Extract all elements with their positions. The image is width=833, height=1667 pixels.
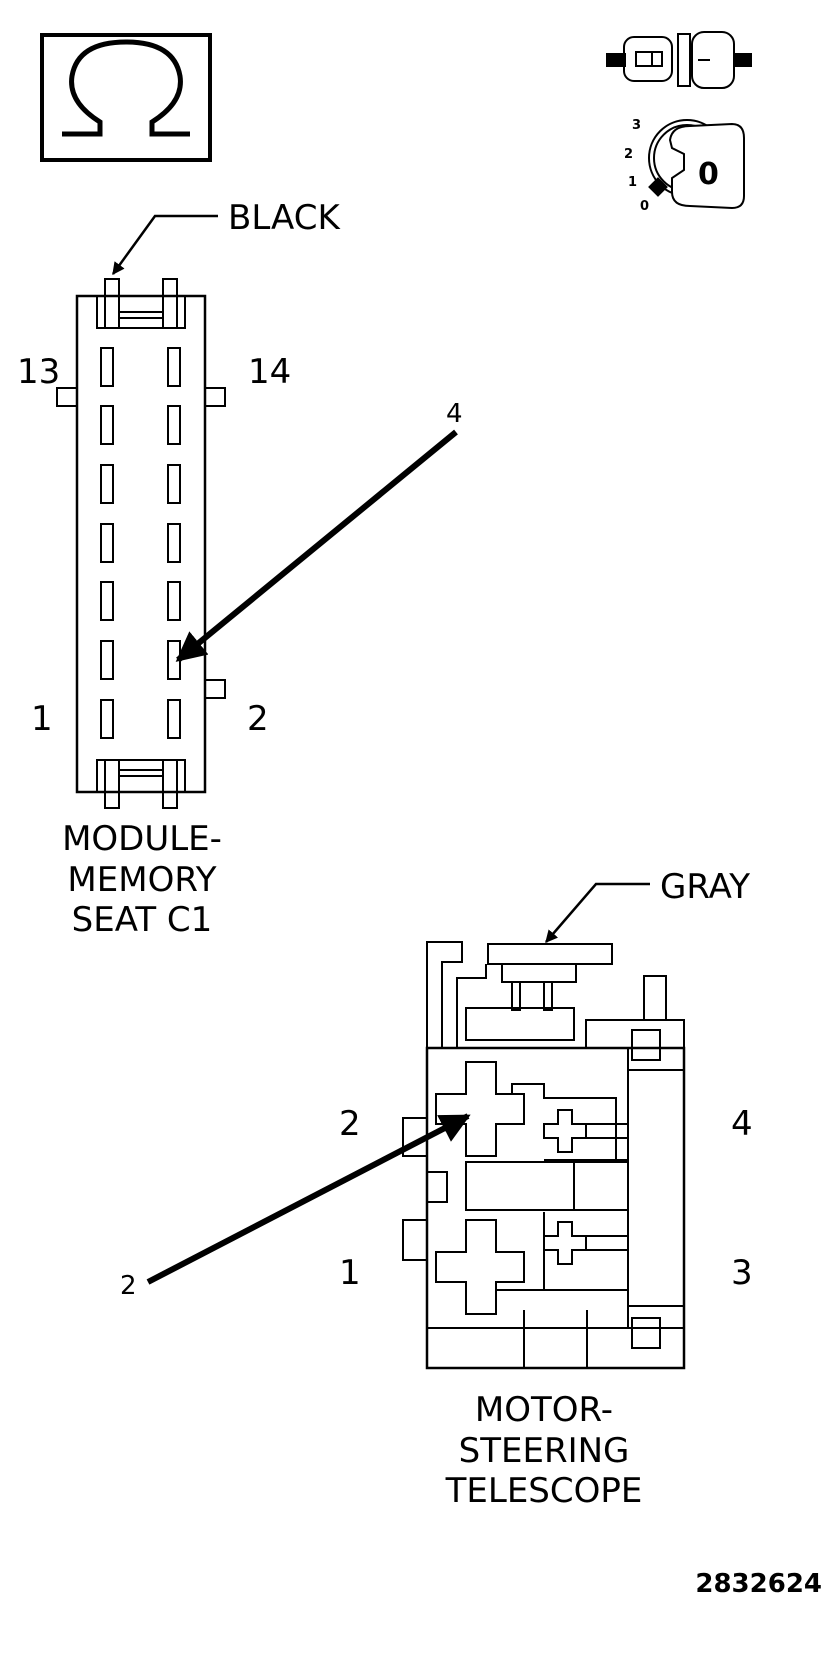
connector-disconnected-icon — [606, 31, 752, 89]
motor-callout-label: 2 — [120, 1271, 137, 1301]
connector-c1: BLACK — [17, 198, 463, 940]
c1-callout-label: 4 — [446, 399, 463, 429]
c1-title-line-1: MODULE- — [62, 819, 222, 859]
c1-pin-1-label: 1 — [31, 699, 53, 739]
motor-color-leader — [545, 882, 650, 943]
c1-housing — [56, 278, 226, 809]
c1-color-leader — [111, 214, 218, 276]
motor-connector: GRAY — [120, 867, 753, 1511]
motor-title-line-1: MOTOR- — [475, 1390, 613, 1430]
motor-callout-arrow — [146, 1113, 471, 1285]
motor-pin-1-label: 1 — [339, 1253, 361, 1293]
c1-pin-13-label: 13 — [17, 352, 60, 392]
ignition-position-1: 1 — [628, 175, 637, 190]
motor-pin-4-label: 4 — [731, 1104, 753, 1144]
motor-pin-2-label: 2 — [339, 1104, 361, 1144]
ignition-position-2: 2 — [624, 147, 633, 162]
c1-pin-14-label: 14 — [248, 352, 291, 392]
c1-pin-2-label: 2 — [247, 699, 269, 739]
ignition-position-0: 0 — [640, 199, 649, 214]
ohm-meter-icon — [40, 33, 212, 162]
motor-pin-3-label: 3 — [731, 1253, 753, 1293]
c1-title-line-3: SEAT C1 — [72, 900, 213, 940]
figure-id: 2832624 — [695, 1569, 822, 1599]
motor-title-line-2: STEERING — [459, 1431, 630, 1471]
ignition-key-off-icon: 3 2 1 0 0 — [624, 118, 745, 214]
ignition-position-3: 3 — [632, 118, 641, 133]
motor-housing — [402, 941, 686, 1370]
c1-callout-arrow — [175, 429, 458, 663]
motor-title-line-3: TELESCOPE — [445, 1471, 643, 1511]
c1-color-label: BLACK — [228, 198, 341, 238]
motor-color-label: GRAY — [660, 867, 750, 907]
ignition-key-label: 0 — [698, 157, 719, 192]
c1-title-line-2: MEMORY — [67, 860, 216, 900]
